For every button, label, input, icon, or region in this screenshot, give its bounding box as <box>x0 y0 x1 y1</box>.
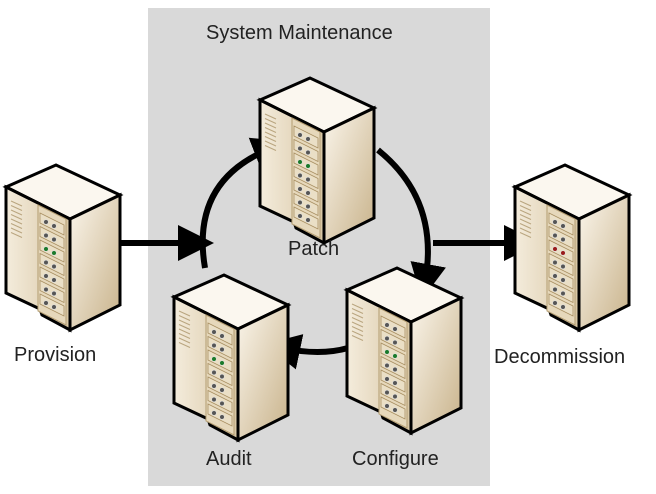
node-label-decommission: Decommission <box>494 346 626 368</box>
server-icon-configure <box>343 266 465 436</box>
edge-patch-configure <box>376 147 446 300</box>
node-label-provision: Provision <box>14 344 97 366</box>
node-label-configure: Configure <box>352 448 439 470</box>
server-icon-decommission <box>511 163 633 333</box>
server-icon-provision <box>2 163 124 333</box>
edge-audit-patch <box>199 137 289 269</box>
node-label-patch: Patch <box>288 238 340 260</box>
edge-configure-audit <box>264 334 349 370</box>
server-icon-audit <box>170 273 292 443</box>
node-label-audit: Audit <box>206 448 252 470</box>
server-icon-patch <box>256 76 378 246</box>
group-title: System Maintenance <box>206 22 393 44</box>
